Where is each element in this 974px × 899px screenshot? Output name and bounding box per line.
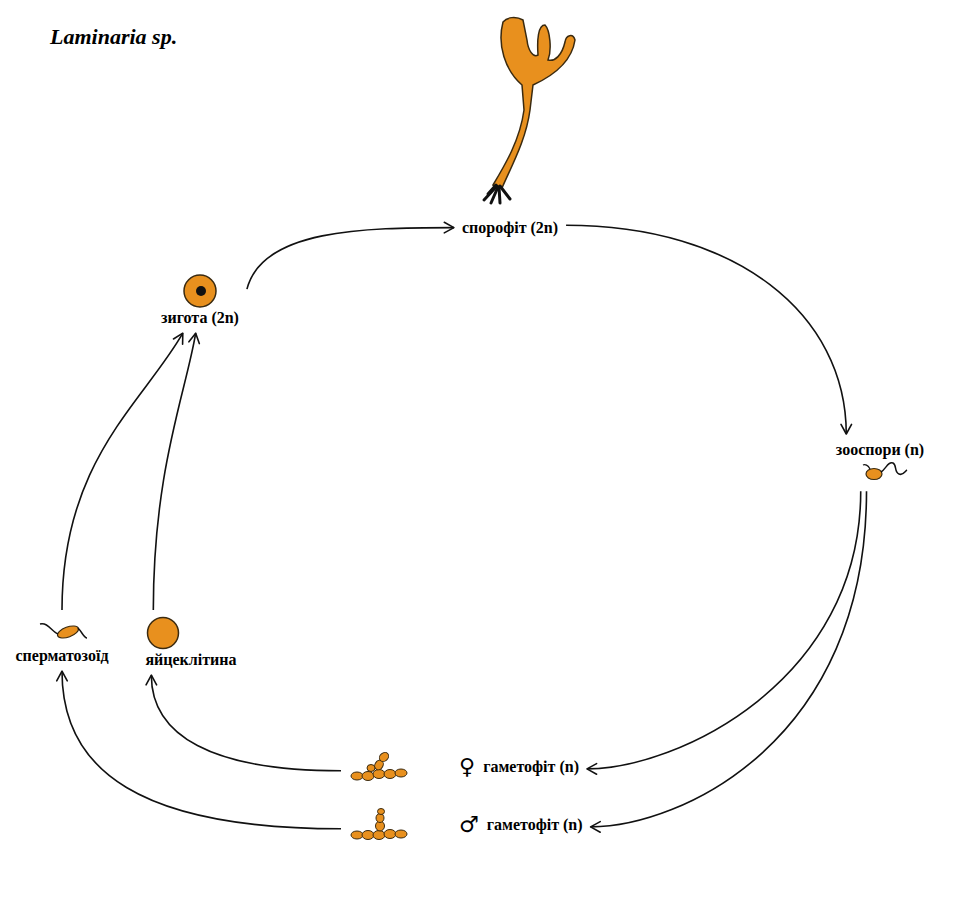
stage-name: яйцеклітина xyxy=(145,650,236,669)
zygote-icon xyxy=(180,274,220,308)
stage-label: спорофіт (2n) xyxy=(458,216,562,239)
stage-label: яйцеклітина xyxy=(141,614,240,671)
cycle-arrow xyxy=(247,222,454,289)
cycle-arrow xyxy=(566,225,851,434)
egg-icon xyxy=(145,616,181,650)
sperm-icon xyxy=(34,616,90,646)
arrow-head xyxy=(189,333,199,343)
stage-name: гаметофіт (n) xyxy=(487,815,583,834)
cycle-arrow xyxy=(146,675,341,771)
arrow-head xyxy=(587,764,597,775)
stage-label: сперматозоїд xyxy=(12,614,113,667)
arrow-line xyxy=(151,675,341,771)
stage-name: зигота (2n) xyxy=(161,308,239,327)
arrow-line xyxy=(591,491,867,827)
arrow-head xyxy=(173,333,182,344)
stage-label: зооспори (n) xyxy=(832,438,928,487)
gametophyte-icon xyxy=(349,808,411,842)
stage-name: гаметофіт (n) xyxy=(483,757,579,776)
arrow-head xyxy=(57,671,68,681)
arrow-head xyxy=(146,675,157,685)
cycle-arrow xyxy=(587,491,861,774)
arrow-line xyxy=(587,491,861,769)
cycle-arrow xyxy=(591,491,867,832)
arrow-head xyxy=(444,222,454,233)
sex-symbol: ♀ xyxy=(459,756,475,778)
stage-label: ♀ гаметофіт (n) xyxy=(345,748,583,786)
cycle-arrow xyxy=(153,333,199,610)
stage-name: сперматозоїд xyxy=(16,646,109,665)
diagram-title: Laminaria sp. xyxy=(50,24,177,50)
zoospore-icon xyxy=(860,459,910,485)
sporophyte-illustration xyxy=(484,18,575,203)
stage-label: зигота (2n) xyxy=(157,272,243,329)
arrow-line xyxy=(153,333,195,610)
sex-symbol: ♂ xyxy=(459,814,479,836)
arrow-head xyxy=(591,822,601,833)
gametophyte-icon xyxy=(349,750,411,784)
cycle-arrow xyxy=(57,671,341,829)
arrow-line xyxy=(62,671,341,829)
arrow-line xyxy=(247,228,454,290)
arrow-line xyxy=(566,225,846,434)
stage-name: зооспори (n) xyxy=(836,440,924,459)
stage-name: спорофіт (2n) xyxy=(462,218,558,237)
stage-label: ♂ гаметофіт (n) xyxy=(345,806,587,844)
arrow-head xyxy=(841,424,852,434)
